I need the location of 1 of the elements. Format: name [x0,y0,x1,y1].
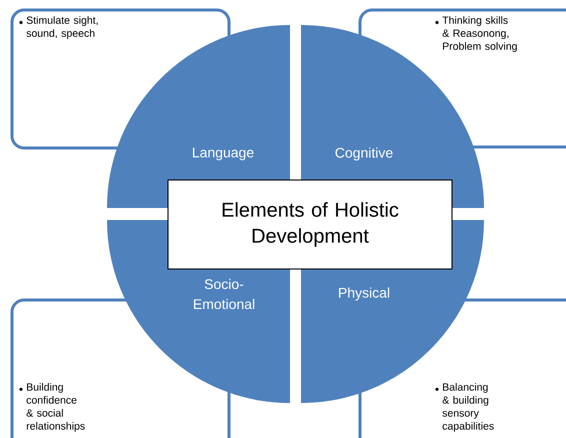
title-box: Elements of Holistic Development [168,180,452,270]
